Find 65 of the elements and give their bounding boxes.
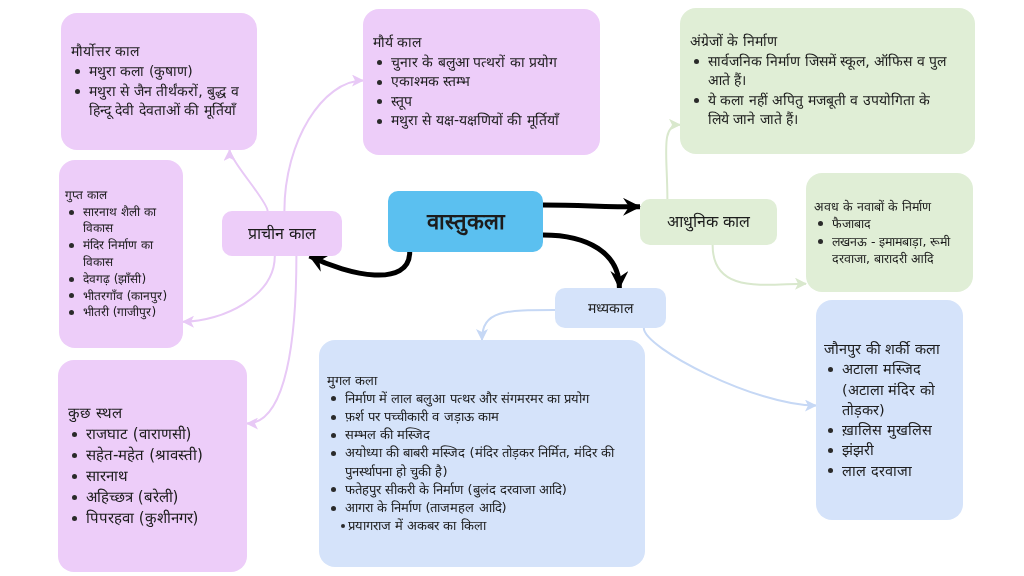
- list-item: पिपरहवा (कुशीनगर): [86, 508, 199, 529]
- list-item: फैजाबाद: [832, 215, 871, 233]
- list-item: चुनार के बलुआ पत्थरों का प्रयोग: [391, 52, 558, 73]
- list-item: फतेहपुर सीकरी के निर्माण (बुलंद दरवाजा आदि): [345, 480, 567, 499]
- list-item: प्रयागराज में अकबर का किला: [348, 517, 486, 536]
- info-card: [59, 160, 183, 348]
- curved-arrow: [226, 149, 269, 212]
- curved-arrow: [246, 255, 298, 428]
- topic-box: [555, 288, 666, 328]
- list-item: राजघाट (वाराणसी): [86, 424, 192, 445]
- info-card: [680, 8, 975, 154]
- card-heading: मुगल कला: [327, 371, 379, 390]
- list-item: सार्वजनिक निर्माण जिसमें स्कूल, ऑफिस व पुल आते हैं।: [708, 51, 948, 91]
- list-item: सम्भल की मस्जिद: [345, 426, 431, 445]
- list-item: आगरा के निर्माण (ताजमहल आदि): [345, 498, 507, 517]
- list-item: एकाश्मक स्तम्भ: [391, 72, 471, 92]
- list-item: मथुरा से जैन तीर्थंकरों, बुद्ध व हिन्दू देवी देवताओं की मूर्तियाँ: [89, 81, 240, 121]
- list-item: मथुरा कला (कुषाण): [89, 61, 193, 82]
- info-card: [319, 340, 645, 567]
- curved-arrow: [182, 255, 276, 328]
- list-item: भीतरगाँव (कानपुर): [83, 287, 168, 305]
- info-card: [806, 173, 973, 292]
- info-card: [816, 300, 963, 520]
- list-item: देवगढ़ (झाँसी): [83, 270, 147, 288]
- main-topic-box: [388, 191, 543, 252]
- list-item: सहेत-महेत (श्रावस्ती): [86, 445, 203, 466]
- list-item: मंदिर निर्माण का विकास: [83, 237, 154, 271]
- list-item: अहिच्छत्र (बरेली): [86, 487, 179, 508]
- info-card: [61, 13, 257, 150]
- card-heading: अंग्रेजों के निर्माण: [690, 32, 779, 51]
- list-item: भीतरी (गाजीपुर): [83, 304, 157, 322]
- curved-arrow: [665, 120, 681, 200]
- topic-box: [222, 211, 342, 256]
- topic-label: प्राचीन काल: [247, 222, 317, 245]
- list-item: झंझरी: [842, 441, 874, 461]
- curved-arrow: [642, 327, 817, 411]
- list-item: ख़ालिस मुखलिस: [842, 421, 932, 441]
- list-item: सारनाथ शैली का विकास: [83, 203, 157, 238]
- topic-label: वास्तुकला: [426, 208, 505, 238]
- list-item: अयोध्या की बाबरी मस्जिद (मंदिर तोड़कर निर्मित, मंदिर की पुनर्स्थापना हो चुकी है): [345, 444, 616, 481]
- info-card: [363, 9, 600, 155]
- card-heading: गुप्त काल: [65, 186, 108, 204]
- list-item: स्तूप: [391, 91, 412, 112]
- list-item: फ़र्श पर पच्चीकारी व जड़ाऊ काम: [345, 408, 499, 427]
- card-heading: मौर्योत्तर काल: [71, 42, 141, 62]
- curved-arrow: [542, 232, 628, 289]
- list-item: लाल दरवाजा: [842, 461, 912, 481]
- curved-arrow: [543, 197, 641, 216]
- list-item: मथुरा से यक्ष-यक्षणियों की मूर्तियाँ: [391, 111, 559, 131]
- topic-box: [640, 199, 777, 245]
- list-item: सारनाथ: [86, 466, 128, 487]
- list-item: निर्माण में लाल बलुआ पत्थर और संगमरमर का प्रयोग: [345, 389, 590, 409]
- card-heading: जौनपुर की शर्की कला: [824, 339, 941, 360]
- info-card: [58, 360, 247, 572]
- list-item: अटाला मस्जिद (अटाला मंदिर को तोड़कर): [842, 360, 936, 420]
- curved-arrow: [711, 244, 807, 290]
- card-heading: अवध के नवाबों के निर्माण: [814, 197, 933, 215]
- card-heading: कुछ स्थल: [68, 403, 124, 424]
- curved-arrow: [476, 309, 556, 341]
- topic-label: मध्यकाल: [588, 298, 633, 318]
- card-heading: मौर्य काल: [373, 33, 423, 52]
- list-item: लखनऊ - इमामबाड़ा, रूमी दरवाजा, बारादरी आदि: [832, 232, 952, 268]
- curved-arrow: [283, 75, 364, 212]
- topic-label: आधुनिक काल: [666, 211, 751, 234]
- list-item: ये कला नहीं अपितु मजबूती व उपयोगिता के लिये जाने जाते हैं।: [708, 90, 932, 130]
